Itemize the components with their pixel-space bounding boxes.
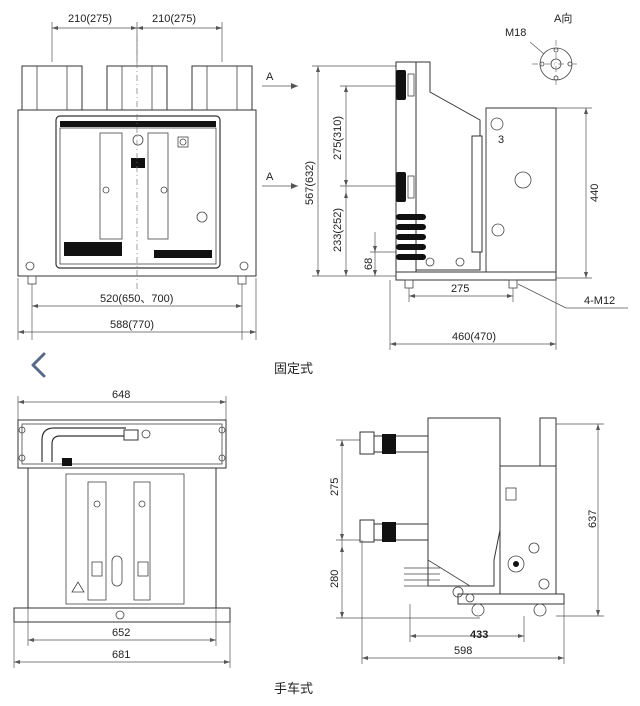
dim-588: 588(770) bbox=[110, 319, 154, 331]
dim-280: 280 bbox=[329, 570, 341, 588]
label-a-view: A向 bbox=[554, 11, 572, 25]
caption-fixed: 固定式 bbox=[274, 362, 313, 377]
dim-275-truck: 275 bbox=[329, 478, 341, 496]
dim-top-left: 210(275) bbox=[68, 13, 112, 25]
fixed-side-view: 567(632) 275(310) 233(252) 68 bbox=[304, 11, 628, 350]
dim-652: 652 bbox=[112, 627, 130, 639]
label-4-m12: 4-M12 bbox=[584, 295, 615, 307]
dim-681: 681 bbox=[112, 649, 130, 661]
dim-520: 520(650、700) bbox=[100, 293, 173, 305]
insulator-fins bbox=[396, 214, 426, 260]
label-3: 3 bbox=[498, 134, 504, 146]
dim-460: 460(470) bbox=[452, 331, 496, 343]
arrow-a-mid: A bbox=[266, 171, 274, 183]
dim-275-310: 275(310) bbox=[332, 116, 344, 160]
dim-433: 433 bbox=[470, 629, 488, 641]
caption-truck: 手车式 bbox=[274, 681, 313, 697]
dim-275-side: 275 bbox=[451, 283, 469, 295]
label-m18: M18 bbox=[505, 27, 526, 39]
a-view-detail: A向 M18 bbox=[505, 11, 580, 88]
fixed-front-view: 210(275) 210(275) bbox=[17, 13, 298, 340]
dim-598: 598 bbox=[454, 645, 472, 657]
chevron-left-icon[interactable] bbox=[28, 352, 50, 378]
dim-440: 440 bbox=[589, 184, 601, 202]
dim-top-right: 210(275) bbox=[152, 13, 196, 25]
dim-648: 648 bbox=[112, 389, 130, 401]
truck-front-view: 648 652 681 bbox=[13, 389, 231, 668]
dim-567: 567(632) bbox=[304, 161, 316, 205]
dim-233-252: 233(252) bbox=[332, 208, 344, 252]
dim-637: 637 bbox=[587, 510, 599, 528]
dim-68: 68 bbox=[363, 258, 375, 270]
arrow-a-top: A bbox=[266, 71, 274, 83]
truck-side-view: 275 280 637 bbox=[329, 417, 604, 664]
